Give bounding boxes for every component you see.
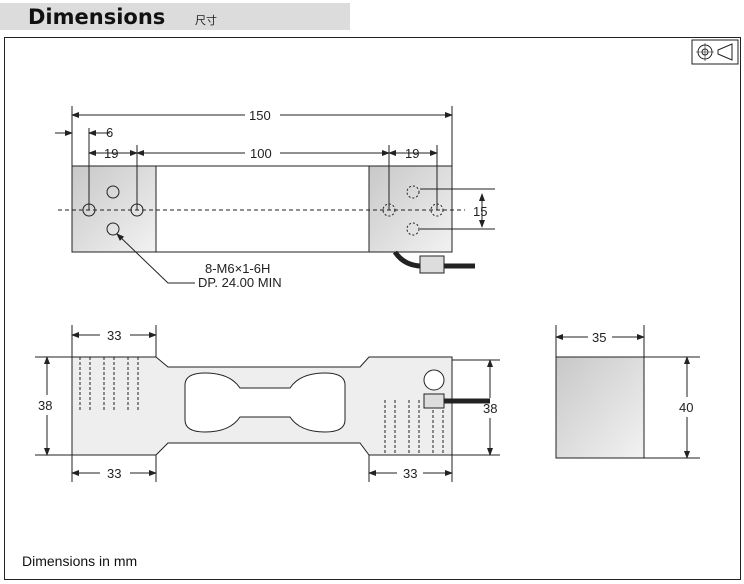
dim-height-right: 38: [483, 401, 497, 416]
side-view: [35, 325, 500, 482]
dim-overall-length: 150: [249, 108, 271, 123]
end-view: [555, 325, 700, 459]
dim-height-left: 38: [38, 398, 52, 413]
dim-center-span: 100: [250, 146, 272, 161]
thread-spec: 8-M6×1-6H: [205, 261, 270, 276]
drawing-frame: [4, 37, 741, 580]
units-note: Dimensions in mm: [22, 553, 138, 569]
section-title: Dimensions: [28, 5, 166, 29]
dim-block-length-bottom-left: 33: [107, 466, 121, 481]
dim-end-width: 35: [592, 330, 606, 345]
first-angle-projection-icon: [691, 39, 739, 65]
dim-hole-offset: 6: [106, 125, 113, 140]
dim-hole-spacing-left: 19: [104, 146, 118, 161]
dim-end-height: 40: [679, 400, 693, 415]
thread-depth: DP. 24.00 MIN: [198, 275, 282, 290]
dim-hole-spacing-right: 19: [405, 146, 419, 161]
thread-holes: [82, 185, 444, 236]
dim-block-length-bottom-right: 33: [403, 466, 417, 481]
dim-hole-vertical-spacing: 15: [473, 204, 487, 219]
top-view: [55, 106, 495, 284]
dim-block-length-top: 33: [107, 328, 121, 343]
section-subtitle: 尺寸: [195, 15, 217, 27]
section-header: Dimensions 尺寸: [0, 3, 350, 30]
